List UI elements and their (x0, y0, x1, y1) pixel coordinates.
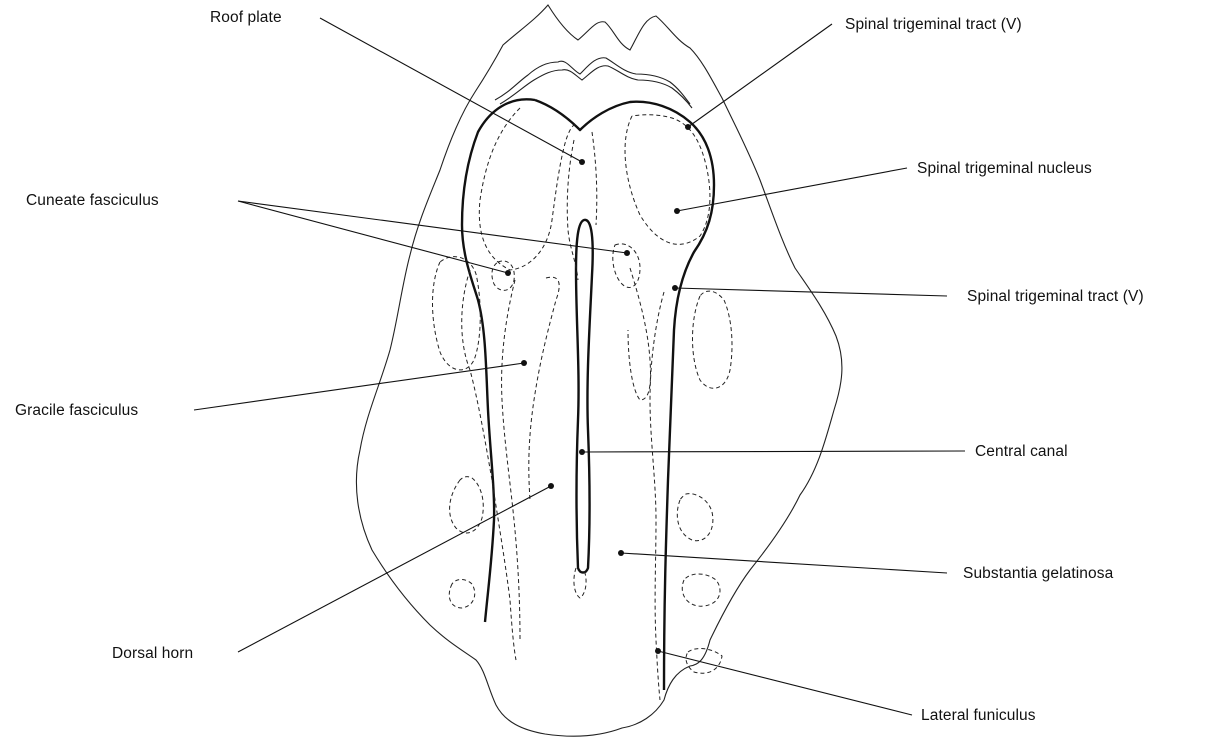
dot-cuneate-fasciculus-1 (624, 250, 630, 256)
label-gracile-fasciculus: Gracile fasciculus (15, 402, 138, 419)
top-boundary (535, 100, 714, 690)
dashed-right-base-pocket (686, 649, 722, 674)
dashed-right-bottom-pocket (682, 574, 720, 606)
dot-dorsal-horn (548, 483, 554, 489)
leader-central-canal (582, 451, 965, 452)
roof-plate-fold-1 (495, 58, 690, 104)
dashed-right-pocket (693, 291, 733, 388)
dashed-gracile-inner (529, 277, 559, 500)
dashed-right-lateral (650, 292, 664, 700)
label-cuneate-fasciculus: Cuneate fasciculus (26, 192, 159, 209)
dashed-right-low-pocket (677, 494, 713, 541)
dot-roof-plate (579, 159, 585, 165)
leader-substantia-gelatinosa (621, 553, 947, 573)
label-central-canal: Central canal (975, 443, 1068, 460)
dot-gracile-fasciculus (521, 360, 527, 366)
leader-cuneate-fasciculus-1 (238, 201, 627, 253)
leader-spinal-trigeminal-tract-mid (675, 288, 947, 296)
dashed-left-pocket (433, 257, 481, 370)
leader-dorsal-horn (238, 486, 551, 652)
dot-cuneate-fasciculus-2 (505, 270, 511, 276)
label-spinal-trigeminal-tract-mid: Spinal trigeminal tract (V) (967, 288, 1144, 305)
roof-plate-fold-2 (500, 66, 692, 108)
label-spinal-trigeminal-nucleus: Spinal trigeminal nucleus (917, 160, 1092, 177)
leader-cuneate-fasciculus-2 (238, 201, 508, 273)
label-dorsal-horn: Dorsal horn (112, 645, 193, 662)
dashed-cuneate-right (625, 115, 710, 245)
leader-lateral-funiculus (658, 651, 912, 715)
dashed-left-bottom-pocket (449, 580, 475, 609)
label-roof-plate: Roof plate (210, 9, 282, 26)
dot-spinal-trigeminal-nucleus (674, 208, 680, 214)
leader-spinal-trigeminal-nucleus (677, 168, 907, 211)
dot-lateral-funiculus (655, 648, 661, 654)
dashed-lateral-left (462, 270, 516, 660)
dot-spinal-trigeminal-tract-mid (672, 285, 678, 291)
label-substantia-gelatinosa: Substantia gelatinosa (963, 565, 1114, 582)
dashed-midline-right (592, 132, 597, 225)
dot-spinal-trigeminal-tract-top (685, 124, 691, 130)
label-spinal-trigeminal-tract-top: Spinal trigeminal tract (V) (845, 16, 1022, 33)
dashed-right-inner (628, 268, 651, 400)
dot-central-canal (579, 449, 585, 455)
central-canal-shape (576, 220, 593, 573)
dashed-left-inner-long (502, 280, 520, 640)
dot-substantia-gelatinosa (618, 550, 624, 556)
label-lateral-funiculus: Lateral funiculus (921, 707, 1036, 724)
